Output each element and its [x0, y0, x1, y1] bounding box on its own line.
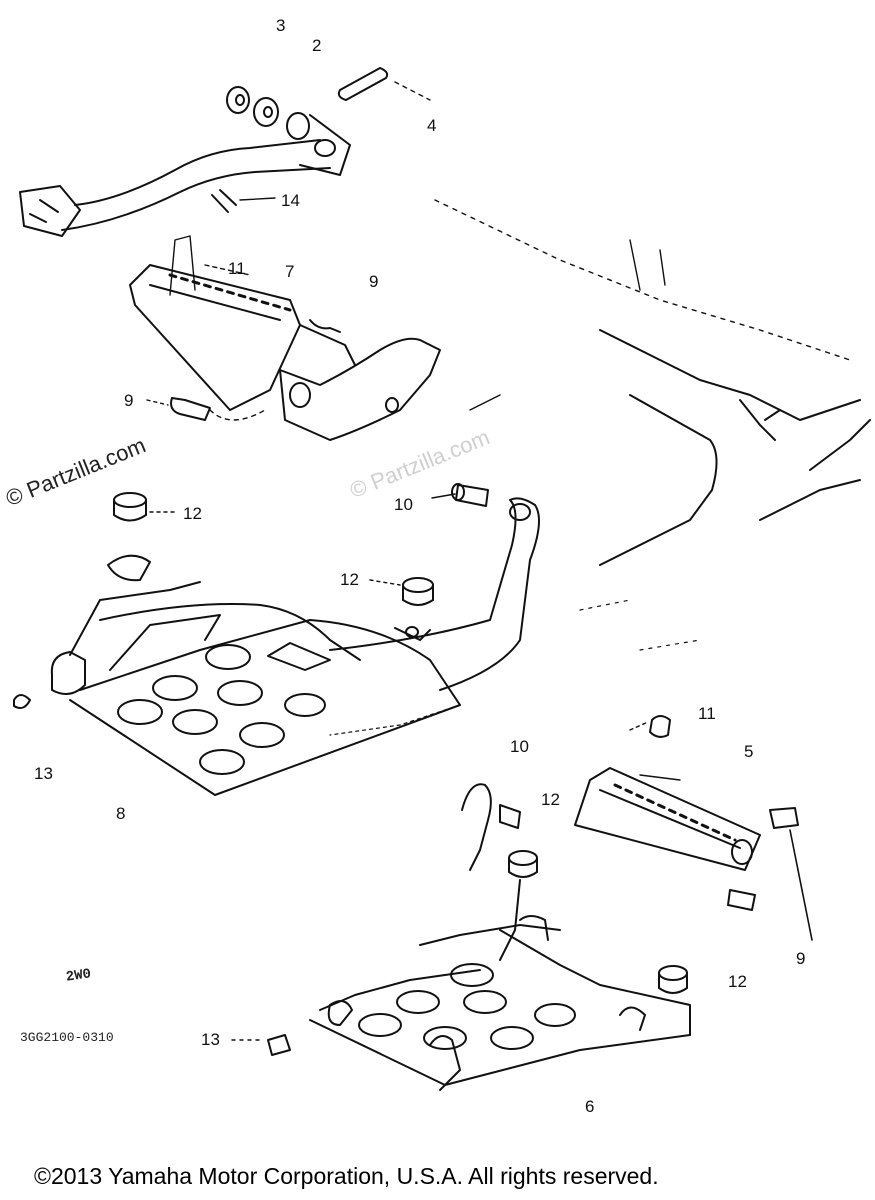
callout-4: 4 [427, 116, 437, 135]
callout-9-right: 9 [796, 949, 806, 968]
footrest-plate-left [13, 497, 540, 796]
callout-12-middle: 12 [340, 570, 359, 589]
callout-11-lower: 11 [698, 704, 716, 723]
frame-outline [434, 199, 871, 651]
callout-5: 5 [744, 742, 754, 761]
callout-10-upper: 10 [394, 495, 413, 514]
pedal-arm [19, 114, 351, 237]
footrest-bracket-upper [129, 235, 441, 441]
callout-14: 14 [281, 191, 300, 210]
bolt-part [146, 397, 266, 421]
washer-parts [226, 86, 310, 140]
callout-12-left: 12 [183, 504, 202, 523]
bolt-part [431, 483, 489, 507]
footrest-bracket-lower [574, 715, 813, 941]
callout-9-top: 9 [369, 272, 379, 291]
diagram-code: 3GG2100-0310 [20, 1030, 114, 1045]
callout-10-lower: 10 [510, 737, 529, 756]
footrest-plate-right [231, 915, 691, 1091]
bracket-part [461, 783, 538, 961]
pin-part [337, 67, 431, 101]
callout-11: 11 [228, 259, 246, 278]
callout-13-right: 13 [201, 1030, 220, 1049]
callout-12-lower: 12 [541, 790, 560, 809]
callout-13-left: 13 [34, 764, 53, 783]
copyright-notice: ©2013 Yamaha Motor Corporation, U.S.A. A… [34, 1163, 659, 1189]
callout-6: 6 [585, 1097, 595, 1116]
callout-8: 8 [116, 804, 126, 823]
callout-3: 3 [276, 16, 286, 35]
callout-2: 2 [312, 36, 322, 55]
callout-9-left: 9 [124, 391, 134, 410]
damper-part [113, 492, 434, 606]
callout-12-right: 12 [728, 972, 747, 991]
callout-7: 7 [285, 262, 295, 281]
